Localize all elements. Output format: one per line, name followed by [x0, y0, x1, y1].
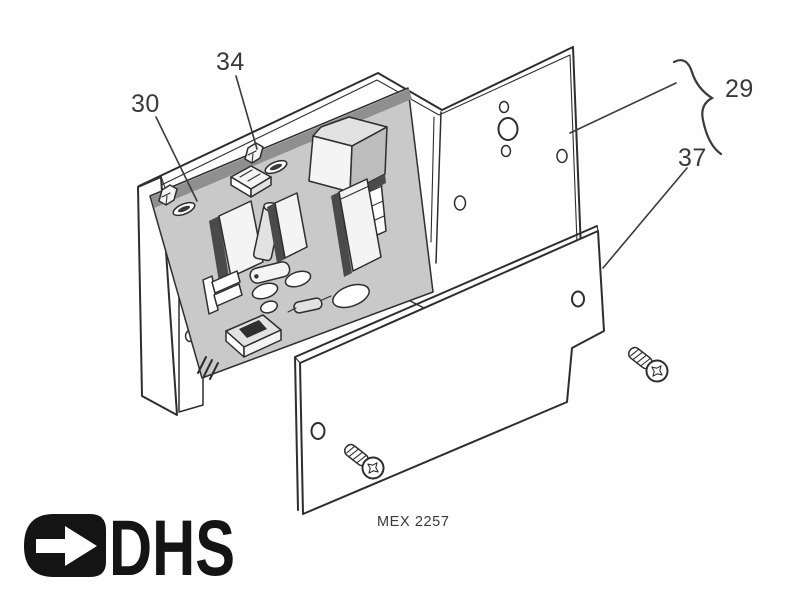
- component-block: [331, 178, 382, 277]
- resistor: [287, 295, 332, 314]
- capacitors: [251, 270, 370, 314]
- circuit-board: [149, 87, 434, 380]
- transformer: [308, 116, 388, 201]
- mounting-slot: [172, 201, 196, 217]
- cover-plate: [294, 225, 605, 515]
- logo-text: DHS: [109, 503, 235, 592]
- chassis-top-edge: [138, 46, 574, 187]
- pin-header: [197, 356, 219, 380]
- callout-30-label: 30: [131, 90, 160, 118]
- relay-block: [267, 192, 308, 263]
- slide-switch: [225, 314, 282, 358]
- board-clip-30: [158, 184, 178, 206]
- brand-logo: DHS: [24, 503, 235, 592]
- callout-29: 29: [569, 59, 754, 156]
- callout-34-label: 34: [216, 48, 245, 76]
- board-clip-34: [244, 142, 264, 164]
- connector-block: [230, 165, 272, 198]
- figure-caption: MEX 2257: [377, 514, 450, 530]
- board-components: [197, 116, 388, 380]
- relay-block: [209, 200, 264, 282]
- mounting-slot: [264, 159, 288, 175]
- screw: [622, 340, 673, 387]
- header-connector: [202, 270, 243, 315]
- plate-hole: [310, 422, 326, 440]
- callout-30: 30: [131, 90, 198, 202]
- callout-37: 37: [602, 144, 707, 269]
- callout-34: 34: [216, 48, 258, 150]
- arrow-logo-cutout: [36, 526, 97, 566]
- callout-37-label: 37: [678, 144, 707, 172]
- cylinder-component: [249, 261, 291, 284]
- rear-panel-holes: [453, 100, 568, 211]
- grouping-brace: [672, 59, 723, 156]
- callout-29-label: 29: [725, 75, 754, 103]
- plate-hole: [571, 290, 585, 308]
